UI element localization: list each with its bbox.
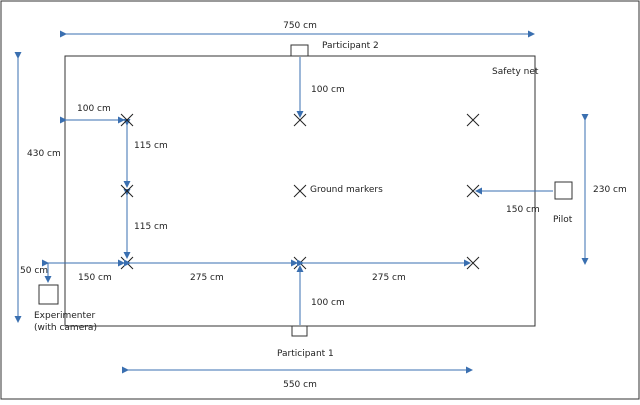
experimenter-label-line1: Experimenter (34, 311, 96, 321)
safety-net-label: Safety net (492, 67, 539, 77)
ground-markers-label: Ground markers (310, 185, 383, 195)
bottom-left-offset-label: 150 cm (78, 273, 112, 283)
ground-markers (120, 113, 480, 270)
experimenter-camera-icon (38, 284, 59, 305)
vertical-gap-1-label: 115 cm (134, 141, 168, 151)
participant-2-label: Participant 2 (322, 41, 379, 51)
ground-marker-x-icon (293, 184, 307, 198)
top-width-label: 750 cm (283, 21, 317, 31)
left-height-label: 430 cm (27, 149, 61, 159)
vertical-gap-2-label: 115 cm (134, 222, 168, 232)
ground-marker-x-icon (120, 184, 134, 198)
pilot-distance-label: 150 cm (506, 205, 540, 215)
participant-1-distance-label: 100 cm (311, 298, 345, 308)
left-offset-label: 100 cm (77, 104, 111, 114)
participant-2-distance-label: 100 cm (311, 85, 345, 95)
participant-box-icon (291, 325, 308, 337)
bottom-width-label: 550 cm (283, 380, 317, 390)
ground-marker-x-icon (466, 113, 480, 127)
spacing-2-label: 275 cm (372, 273, 406, 283)
experimenter-label-line2: (with camera) (34, 323, 97, 333)
ground-marker-x-icon (466, 256, 480, 270)
pilot-box-icon (554, 181, 573, 200)
ground-marker-x-icon (293, 113, 307, 127)
spacing-1-label: 275 cm (190, 273, 224, 283)
right-height-label: 230 cm (593, 185, 627, 195)
pilot-label: Pilot (553, 215, 573, 225)
participant-1-label: Participant 1 (277, 349, 334, 359)
ground-marker-x-icon (466, 184, 480, 198)
participant-box-icon (290, 44, 309, 57)
ground-marker-x-icon (120, 113, 134, 127)
experimenter-offset-label: 50 cm (20, 266, 48, 276)
